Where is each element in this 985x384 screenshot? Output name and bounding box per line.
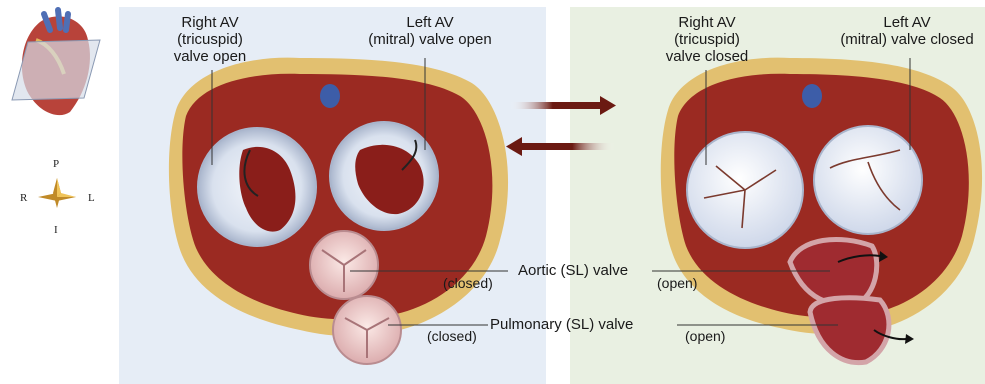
arrow-right-icon — [600, 96, 616, 115]
transition-arrows — [506, 96, 616, 156]
pulmonary-valve-open — [810, 298, 889, 363]
orientation-compass — [38, 178, 76, 208]
heart-thumbnail — [12, 10, 100, 115]
left-heart-cross-section — [169, 58, 508, 364]
label-right-av-open: Right AV (tricuspid) valve open — [160, 14, 260, 65]
compass-right-label: R — [20, 192, 27, 204]
mitral-valve-closed — [814, 126, 922, 234]
label-right-av-closed: Right AV (tricuspid) valve closed — [652, 14, 762, 65]
label-left-av-closed: Left AV (mitral) valve closed — [830, 14, 984, 48]
arrow-left-icon — [506, 137, 522, 156]
label-left-av-open: Left AV (mitral) valve open — [350, 14, 510, 48]
label-aortic-valve: Aortic (SL) valve — [518, 262, 628, 279]
compass-inferior-label: I — [54, 224, 58, 236]
label-pulmonary-open: (open) — [685, 328, 725, 345]
right-heart-cross-section — [652, 58, 982, 363]
compass-posterior-label: P — [53, 158, 59, 170]
label-pulmonary-closed: (closed) — [427, 328, 477, 345]
label-aortic-open: (open) — [657, 275, 697, 292]
label-aortic-closed: (closed) — [443, 275, 493, 292]
compass-left-label: L — [88, 192, 95, 204]
label-pulmonary-valve: Pulmonary (SL) valve — [490, 316, 633, 333]
